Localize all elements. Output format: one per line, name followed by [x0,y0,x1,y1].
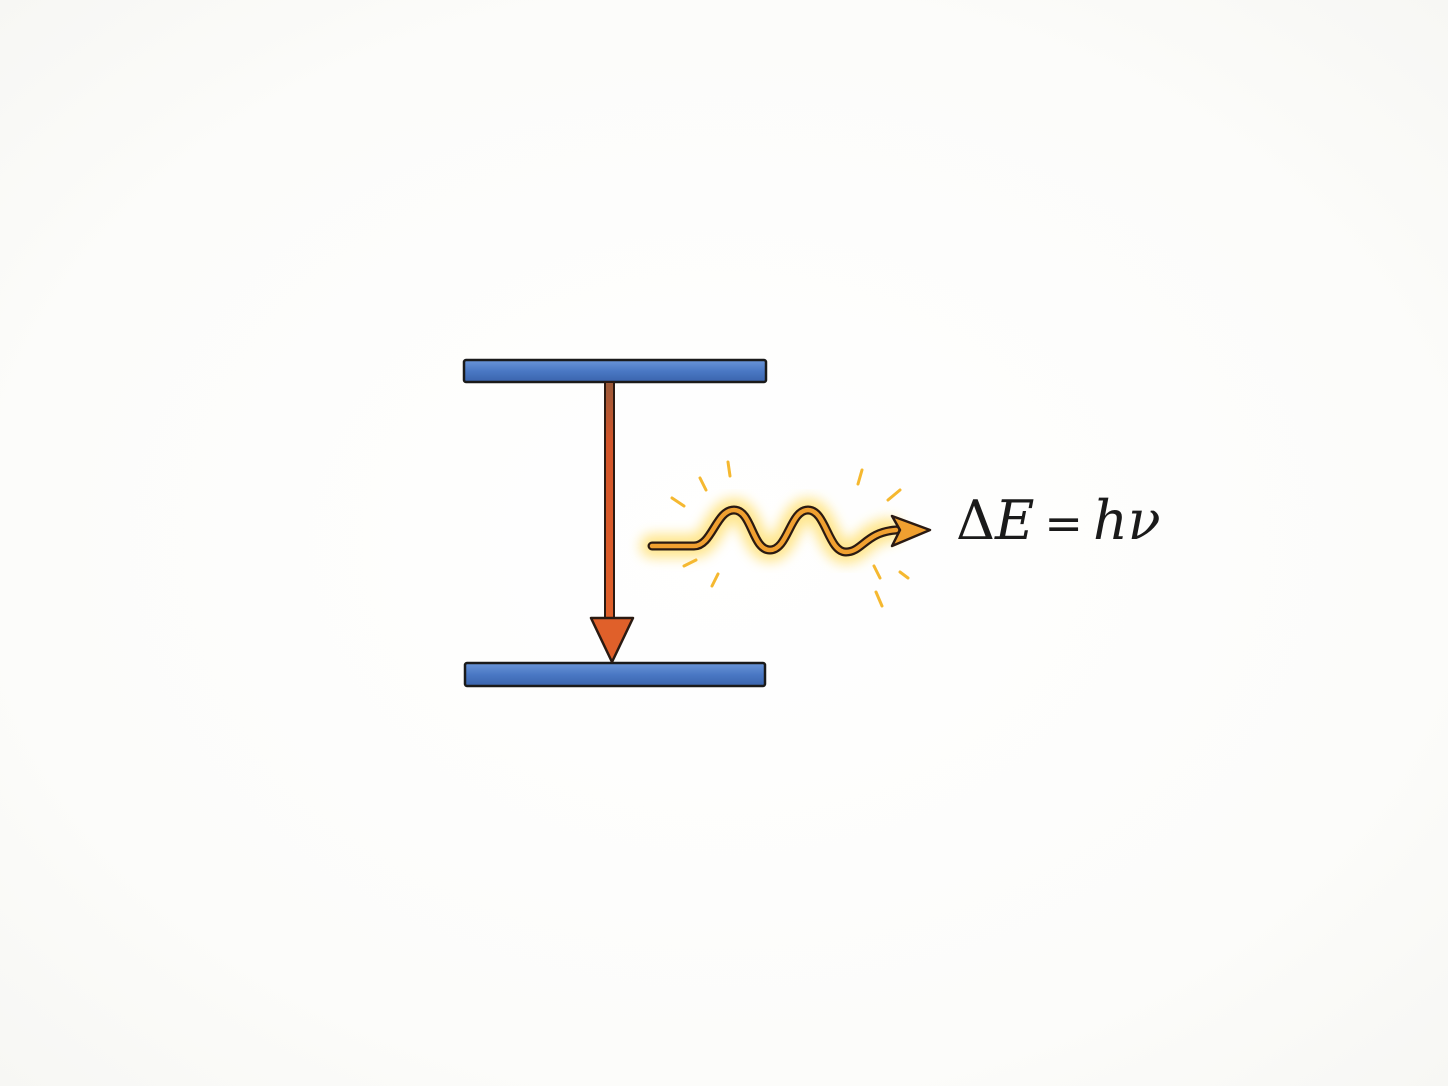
equals-sign: = [1044,496,1083,550]
upper-energy-level [462,358,768,384]
transition-arrow-icon [589,381,635,664]
planck-constant: h [1092,489,1128,552]
photon-wave-icon [647,505,932,557]
energy-equation: ΔE=hν [956,486,1161,556]
energy-variable: E [995,489,1035,552]
light-rays [670,460,910,608]
lower-energy-level [463,661,767,688]
frequency-symbol: ν [1127,489,1161,552]
delta-symbol: Δ [956,489,995,552]
